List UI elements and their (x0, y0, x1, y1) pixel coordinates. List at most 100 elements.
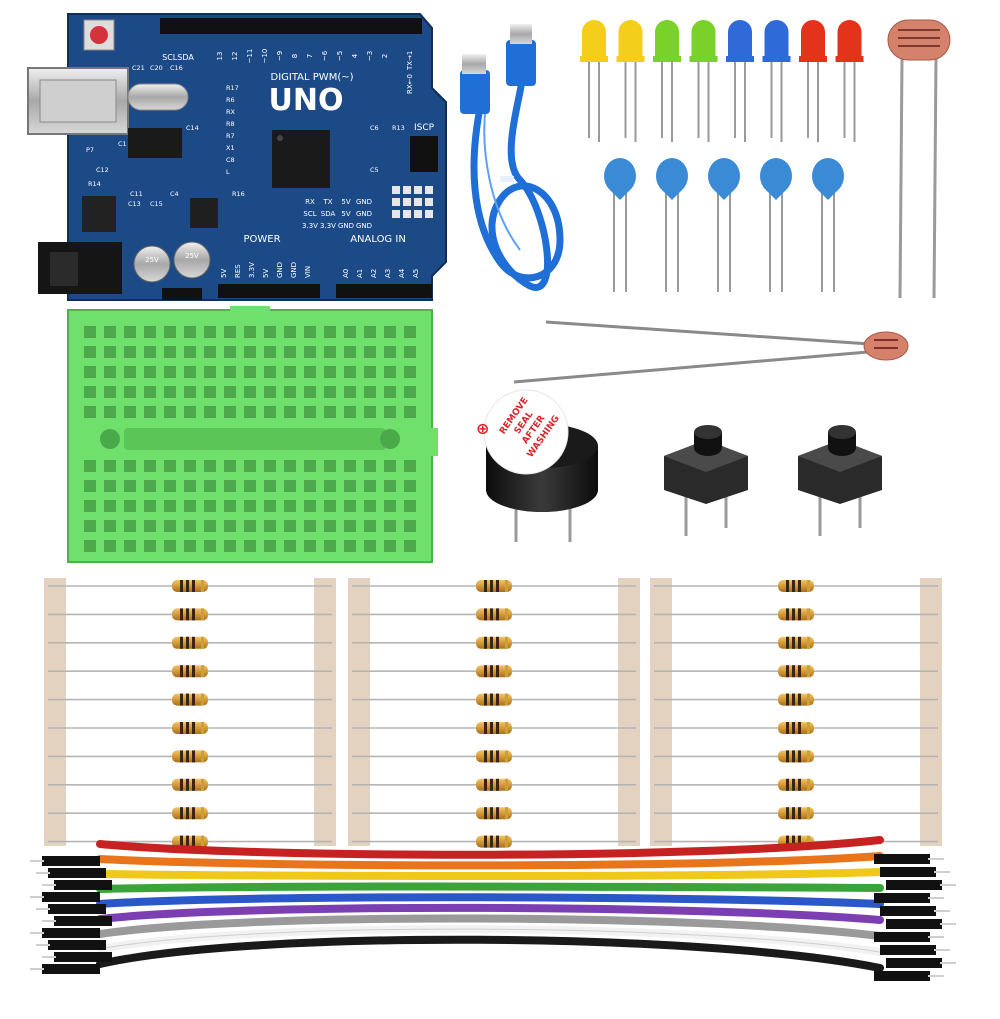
led (762, 20, 791, 142)
resistor (48, 636, 332, 649)
breadboard-hole (364, 540, 376, 552)
usb-serial-chip (128, 128, 182, 158)
jumper-pin-right (886, 919, 956, 929)
resistor (48, 722, 332, 734)
resistor-strip (650, 578, 942, 848)
breadboard-hole (204, 326, 216, 338)
breadboard-hole (104, 326, 116, 338)
jumper-wire (96, 868, 884, 880)
digital-pin-label: ~9 (276, 51, 284, 61)
breadboard-hole (404, 346, 416, 358)
breadboard-hole (144, 366, 156, 378)
resistor (654, 665, 938, 678)
breadboard-hole (164, 520, 176, 532)
tx-label: TX→1 (406, 51, 414, 71)
breadboard-hole (384, 406, 396, 418)
breadboard-hole (164, 460, 176, 472)
breadboard-hole (204, 480, 216, 492)
breadboard-hole (324, 406, 336, 418)
breadboard-hole (124, 540, 136, 552)
component-label: C1 (118, 140, 127, 148)
breadboard-hole (364, 500, 376, 512)
pad-label: GND (356, 198, 372, 206)
jumper-pin-right (886, 880, 956, 890)
breadboard-hole (84, 406, 96, 418)
scl-sda-label: SCLSDA (162, 53, 194, 62)
breadboard-hole (304, 346, 316, 358)
breadboard-hole (284, 326, 296, 338)
pad-label: 3.3V (302, 222, 318, 230)
resistor (48, 778, 332, 791)
breadboard-hole (284, 366, 296, 378)
capacitor-label: 25V (185, 252, 199, 260)
component-label: R7 (226, 132, 235, 140)
breadboard-hole (284, 346, 296, 358)
breadboard-hole (164, 366, 176, 378)
breadboard-hole (304, 386, 316, 398)
digital-pin-label: ~5 (336, 51, 344, 61)
breadboard-hole (144, 326, 156, 338)
jumper-wire-bundle (30, 836, 956, 981)
component-label: R6 (226, 96, 235, 104)
component-label: L (226, 168, 230, 176)
photoresistor-angled (513, 320, 909, 384)
component-label: P7 (86, 146, 94, 154)
breadboard-hole (384, 520, 396, 532)
breadboard-hole (184, 406, 196, 418)
breadboard-hole (364, 480, 376, 492)
power-pin-label: 5V (220, 269, 228, 278)
resistor (352, 835, 636, 848)
breadboard-hole (384, 540, 396, 552)
breadboard-hole (284, 520, 296, 532)
breadboard-hole (84, 540, 96, 552)
breadboard-hole (264, 500, 276, 512)
digital-pin-label: ~3 (366, 51, 374, 61)
analog-pin-label: A3 (384, 269, 392, 278)
breadboard-hole (404, 480, 416, 492)
solder-pad (425, 210, 433, 218)
breadboard-hole (364, 346, 376, 358)
resistor (654, 750, 938, 763)
breadboard-hole (264, 520, 276, 532)
breadboard-hole (204, 460, 216, 472)
breadboard-hole (124, 406, 136, 418)
breadboard-hole (104, 480, 116, 492)
breadboard-hole (364, 460, 376, 472)
digital-header (160, 18, 422, 34)
ceramic-capacitor (708, 158, 740, 292)
breadboard-hole (264, 540, 276, 552)
jumper-pin-right (874, 854, 944, 864)
breadboard-hole (344, 540, 356, 552)
breadboard-hole (364, 406, 376, 418)
jumper-pin-left (30, 856, 100, 866)
pad-label: GND (338, 222, 354, 230)
breadboard-hole (184, 386, 196, 398)
breadboard-hole (104, 460, 116, 472)
breadboard-hole (224, 520, 236, 532)
resistor (48, 580, 332, 592)
breadboard-hole (84, 460, 96, 472)
breadboard-hole (244, 346, 256, 358)
breadboard-hole (284, 540, 296, 552)
pad-label: RX (305, 198, 315, 206)
breadboard-hole (304, 406, 316, 418)
resistor (654, 608, 938, 621)
breadboard-hole (124, 500, 136, 512)
resistor-strips (44, 578, 942, 848)
digital-header-label: DIGITAL PWM(~) (271, 72, 354, 83)
resistor (48, 665, 332, 678)
breadboard-hole (404, 406, 416, 418)
breadboard-hole (184, 480, 196, 492)
ceramic-capacitor (760, 158, 792, 292)
component-label: C5 (370, 166, 379, 174)
breadboard-hole (344, 366, 356, 378)
digital-pin-label: ~6 (321, 50, 329, 61)
resistor (48, 693, 332, 706)
mount-hole (380, 429, 400, 449)
breadboard-hole (184, 460, 196, 472)
